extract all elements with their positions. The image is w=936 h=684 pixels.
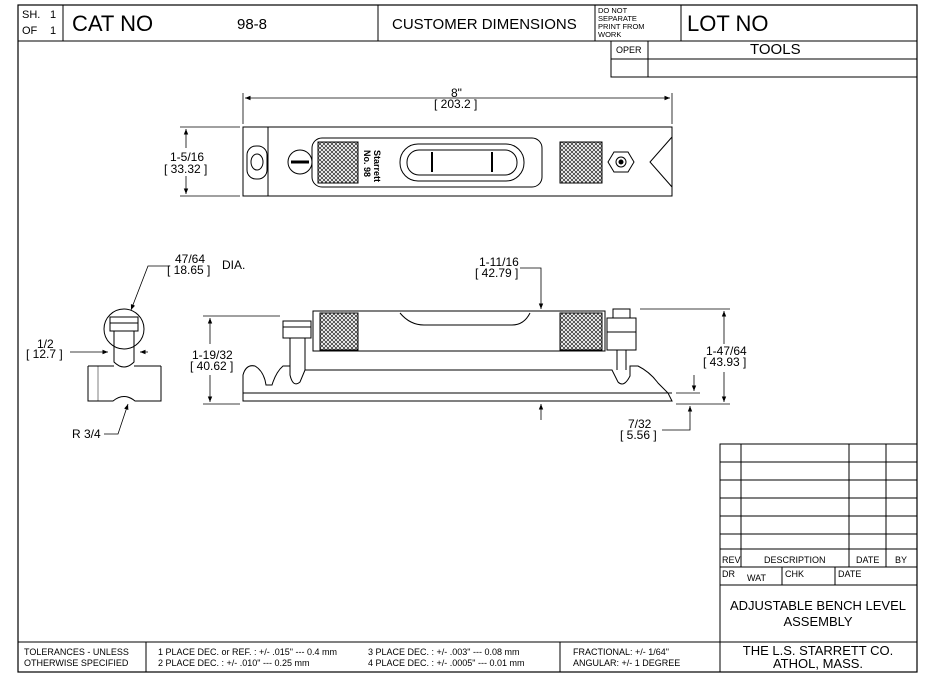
do-not-separate-line-4: WORK bbox=[598, 30, 621, 39]
date2-label: DATE bbox=[838, 569, 861, 579]
drawing-border bbox=[17, 4, 918, 673]
radius-label: R 3/4 bbox=[72, 427, 101, 441]
dia-mm: [ 18.65 ] bbox=[167, 263, 210, 277]
tolerance-col2-2: 4 PLACE DEC. : +/- .0005" --- 0.01 mm bbox=[368, 658, 525, 668]
body-height-inches: 1-19/32 bbox=[192, 348, 233, 362]
dia-inches: 47/64 bbox=[175, 252, 205, 266]
offset-inches: 1/2 bbox=[37, 337, 54, 351]
top-height-mm: [ 33.32 ] bbox=[164, 162, 207, 176]
brand-engraving-2: No. 98 bbox=[362, 150, 372, 177]
end-view-dimensions bbox=[70, 265, 170, 435]
overall-height-inches: 1-47/64 bbox=[706, 344, 747, 358]
cat-no-value: 98-8 bbox=[237, 16, 267, 33]
sheet-label: SH. bbox=[22, 9, 40, 21]
top-view-dimensions bbox=[180, 93, 673, 197]
do-not-separate-line-3: PRINT FROM bbox=[598, 22, 645, 31]
dr-value: WAT bbox=[747, 573, 766, 583]
tools-label: TOOLS bbox=[750, 41, 801, 58]
overall-height-mm: [ 43.93 ] bbox=[703, 355, 746, 369]
dr-label: DR bbox=[722, 569, 735, 579]
of-number: 1 bbox=[50, 25, 56, 37]
drawing-title-line-1: ADJUSTABLE BENCH LEVEL bbox=[730, 598, 906, 613]
offset-mm: [ 12.7 ] bbox=[26, 347, 63, 361]
tolerance-col2-1: 3 PLACE DEC. : +/- .003" --- 0.08 mm bbox=[368, 647, 520, 657]
end-view-level bbox=[87, 308, 162, 402]
description-header: DESCRIPTION bbox=[764, 555, 826, 565]
tolerance-col1-1: 1 PLACE DEC. or REF. : +/- .015" --- 0.4… bbox=[158, 647, 337, 657]
top-title-strip bbox=[18, 5, 918, 78]
rev-header: REV bbox=[722, 555, 741, 565]
do-not-separate-line-2: SEPARATE bbox=[598, 14, 637, 23]
body-height-mm: [ 40.62 ] bbox=[190, 359, 233, 373]
by-header: BY bbox=[895, 555, 907, 565]
date-header: DATE bbox=[856, 555, 879, 565]
tolerance-label-2: OTHERWISE SPECIFIED bbox=[24, 658, 129, 668]
tolerance-col1-2: 2 PLACE DEC. : +/- .010" --- 0.25 mm bbox=[158, 658, 310, 668]
top-view-level bbox=[242, 126, 673, 197]
side-view-dimensions bbox=[203, 267, 730, 431]
base-height-inches: 7/32 bbox=[628, 417, 652, 431]
customer-dimensions: CUSTOMER DIMENSIONS bbox=[392, 16, 577, 33]
of-label: OF bbox=[22, 25, 38, 37]
side-view-level bbox=[242, 308, 673, 402]
do-not-separate-line-1: DO NOT bbox=[598, 6, 628, 15]
tolerance-strip bbox=[18, 641, 720, 672]
tolerance-label-1: TOLERANCES - UNLESS bbox=[24, 647, 129, 657]
sheet-number: 1 bbox=[50, 9, 56, 21]
lot-no-label: LOT NO bbox=[687, 11, 769, 36]
revision-block bbox=[719, 443, 918, 673]
vial-height-mm: [ 42.79 ] bbox=[475, 266, 518, 280]
chk-label: CHK bbox=[785, 569, 804, 579]
tolerance-col3-1: FRACTIONAL: +/- 1/64" bbox=[573, 647, 669, 657]
oper-label: OPER bbox=[616, 45, 642, 55]
length-mm: [ 203.2 ] bbox=[434, 97, 477, 111]
base-height-mm: [ 5.56 ] bbox=[620, 428, 657, 442]
length-inches: 8" bbox=[451, 86, 462, 100]
cat-no-label: CAT NO bbox=[72, 11, 153, 36]
company-location: ATHOL, MASS. bbox=[773, 656, 863, 671]
vial-height-inches: 1-11/16 bbox=[479, 255, 519, 269]
top-height-inches: 1-5/16 bbox=[170, 150, 204, 164]
brand-engraving-1: Starrett bbox=[372, 150, 382, 182]
drawing-title-line-2: ASSEMBLY bbox=[783, 614, 852, 629]
dia-suffix: DIA. bbox=[222, 258, 245, 272]
company-name: THE L.S. STARRETT CO. bbox=[743, 643, 893, 658]
tolerance-col3-2: ANGULAR: +/- 1 DEGREE bbox=[573, 658, 680, 668]
